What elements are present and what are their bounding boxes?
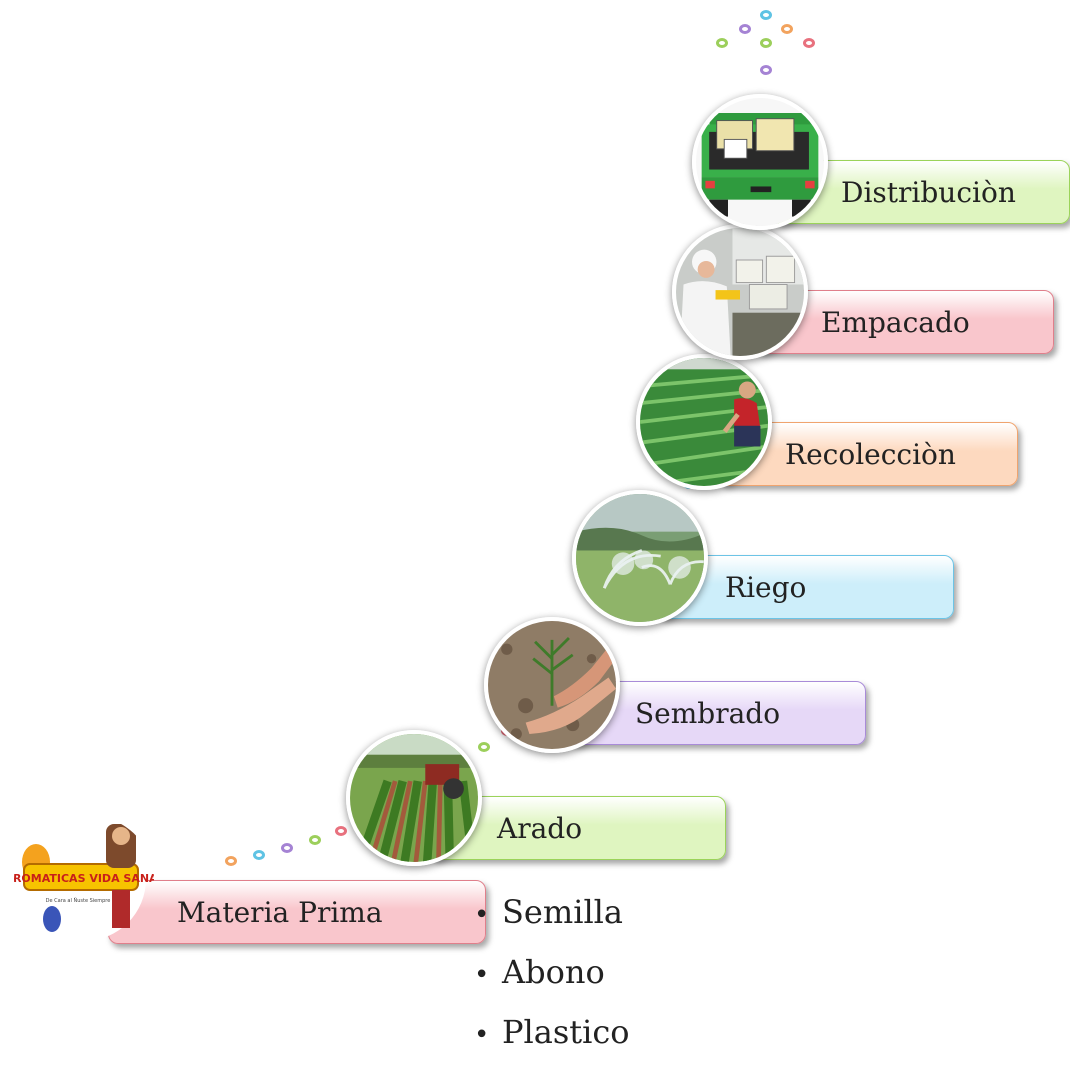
connector-dot [716,38,728,48]
step-label: Riego [725,571,806,604]
step-label: Arado [497,812,582,845]
bullet-icon: • [474,891,502,939]
bullet-icon: • [474,1011,502,1059]
list-item: •Abono [474,948,630,1008]
list-item: •Plastico [474,1008,630,1068]
list-item: •Semilla [474,888,630,948]
connector-dot [335,826,347,836]
step-label: Empacado [821,306,970,339]
worker-packing-icon [672,224,808,360]
bullet-icon: • [474,951,502,999]
materials-list: •Semilla •Abono •Plastico [474,888,630,1068]
company-logo: AROMATICAS VIDA SANA De Cara al Ñuste Si… [14,814,154,944]
step-label: Distribuciòn [841,176,1016,209]
sprinkler-irrigation-icon [572,490,708,626]
hands-planting-icon [484,617,620,753]
connector-dot [781,24,793,34]
connector-dot [803,38,815,48]
step-label: Sembrado [635,697,780,730]
step-materia-prima: Materia Prima [108,880,486,944]
step-label: Recolecciòn [785,438,956,471]
tractor-plowing-icon [346,730,482,866]
connector-dot [225,856,237,866]
step-label: Materia Prima [177,896,383,929]
worker-harvesting-icon [636,354,772,490]
connector-dot [760,10,772,20]
delivery-truck-icon [692,94,828,230]
connector-dot [478,742,490,752]
svg-text:De Cara al Ñuste Siempre: De Cara al Ñuste Siempre [46,897,111,904]
logo-text: AROMATICAS VIDA SANA [14,872,154,885]
connector-dot [739,24,751,34]
connector-dot [281,843,293,853]
connector-dot [253,850,265,860]
connector-dot [309,835,321,845]
connector-dot [760,38,772,48]
connector-dot [760,65,772,75]
